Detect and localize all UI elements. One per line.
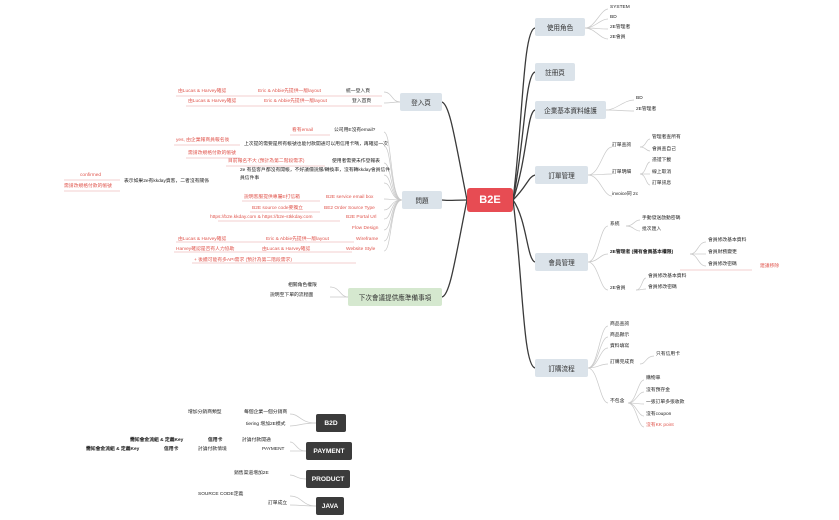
topic-orders[interactable]: 訂單管理 bbox=[535, 166, 588, 184]
topic-register[interactable]: 註冊頁 bbox=[535, 63, 575, 81]
issue-wireframe-layout: Eric & Abbie先提供一版layout bbox=[266, 237, 329, 242]
flow-product-display: 商品顯示 bbox=[610, 333, 630, 338]
topic-next-meeting[interactable]: 下次會議提供應準備事項 bbox=[348, 288, 442, 306]
payment-row2-payment: PAYMENT bbox=[262, 447, 285, 452]
corp-2e-admin: 2E管理者 bbox=[636, 107, 657, 112]
issue-email-answer: 看有email bbox=[292, 128, 314, 133]
issue-report-answer: 目前報名不大 (預計為第二階段需求) bbox=[228, 159, 305, 164]
payment-row2-scenario: 討論付款情境 bbox=[198, 447, 227, 452]
issue-member-mail: 2e 有些客戶都沒有開帳，不好議價說服/轉換率，沒有轉kkday會員信件 bbox=[240, 168, 391, 173]
member-system: 系統 bbox=[610, 222, 620, 227]
admin-edit-password: 會員修改密碼 bbox=[708, 262, 737, 267]
member-2e-admin: 2E管理者 (擁有會員基本權限) bbox=[610, 250, 674, 255]
issue-wireframe: Wireframe bbox=[356, 237, 379, 242]
login-row2-layout: Eric & Abbie先提供一版layout bbox=[264, 99, 327, 104]
excluded-coupon: 沒有coupon bbox=[646, 412, 672, 417]
topic-product[interactable]: PRODUCT bbox=[306, 470, 350, 488]
login-home: 登入首頁 bbox=[352, 99, 372, 104]
flow-credit-card-only: 只有信用卡 bbox=[656, 352, 680, 357]
order-query-member: 會員查自己 bbox=[652, 147, 676, 152]
topic-purchase-flow[interactable]: 訂購流程 bbox=[535, 359, 588, 377]
admin-edit-basic: 會員修改基本資料 bbox=[708, 238, 747, 243]
b2d-tiering: tiering 增加2E模式 bbox=[246, 422, 286, 427]
excluded-cart: 購物車 bbox=[646, 376, 661, 381]
issue-payment-note: 需請改規格付款的帳號 bbox=[188, 151, 236, 156]
issue-flow-design: Flow Design bbox=[352, 226, 379, 231]
login-row1-layout: Eric & Abbie先提供一版layout bbox=[258, 89, 321, 94]
issue-style-owner: 由Lucas & Harvey確認 bbox=[262, 247, 311, 252]
java-order-created: 訂單成立 bbox=[268, 501, 288, 506]
topic-java[interactable]: JAVA bbox=[316, 497, 344, 515]
login-row2-owner: 由Lucas & Harvey確認 bbox=[188, 99, 237, 104]
payment-row1-activation: 討論付款開通 bbox=[242, 438, 271, 443]
issue-source-answer: B2E source code要獨立 bbox=[252, 206, 303, 211]
order-cancel: 線上取消 bbox=[652, 170, 672, 175]
issue-wireframe-owner: 由Lucas & Harvey確認 bbox=[178, 237, 227, 242]
order-query: 訂單查詢 bbox=[612, 143, 632, 148]
issue-website-style: Website Style bbox=[346, 247, 376, 252]
member-2e-member: 2E會員 bbox=[610, 286, 626, 291]
admin-remove-note: 建議移除 bbox=[760, 264, 780, 269]
issue-portal-url: B2E Portal Url bbox=[346, 215, 377, 220]
issue-portal-urls: https://b2e.kkday.com & https://b2e-stkk… bbox=[210, 215, 313, 220]
topic-roles[interactable]: 使用角色 bbox=[535, 18, 585, 36]
topic-members[interactable]: 會員管理 bbox=[535, 253, 588, 271]
java-source-code: SOURCE CODE定義 bbox=[198, 492, 244, 497]
next-order-flowchart: 說明至下單的流程圖 bbox=[270, 293, 314, 298]
payment-row1-notify: 需知會金流組 & 定義Key bbox=[130, 438, 184, 443]
member-send-password: 手動發送啟動密碼 bbox=[642, 216, 681, 221]
issue-kkday-customer: 表示如果2e有kkday資客，二者沒有關係 bbox=[124, 179, 210, 184]
product-channel: 銷售渠道增加2E bbox=[234, 471, 269, 476]
issue-source-type: BE2 Order Source Type bbox=[324, 206, 375, 211]
issue-service-email: B2E service email box bbox=[326, 195, 374, 200]
issue-payment-activation: 上次提的需要是所有帳號也能付款開通可以用信用卡嗎，再確認一次 bbox=[244, 142, 388, 147]
order-voucher: 憑證下載 bbox=[652, 158, 672, 163]
issue-email: 公司用E沒有email? bbox=[334, 128, 376, 133]
order-invoice: invoice同 2c bbox=[612, 192, 639, 197]
admin-finance: 會員財務變更 bbox=[708, 250, 737, 255]
issue-api-need: + 後續可能有多API需求 (預計為第二階段需求) bbox=[194, 258, 292, 263]
issue-confirmed: confirmed bbox=[80, 173, 102, 178]
role-2e-member: 2E會員 bbox=[610, 35, 626, 40]
flow-product-search: 商品查詢 bbox=[610, 322, 630, 327]
login-row1-owner: 由Lucas & Harvey確認 bbox=[178, 89, 227, 94]
corp-bd: BD bbox=[636, 96, 643, 101]
topic-corp-info[interactable]: 企業基本資料維護 bbox=[535, 101, 606, 119]
issue-kkday-note: 需請改規格付款的帳號 bbox=[64, 184, 112, 189]
central-topic[interactable]: B2E bbox=[467, 188, 513, 212]
flow-excluded: 不包含 bbox=[610, 399, 625, 404]
role-2e-admin: 2E管理者 bbox=[610, 25, 631, 30]
issue-style-resource: Harvey確認是否有人力協助 bbox=[176, 247, 235, 252]
member-edit-password: 會員修改密碼 bbox=[648, 285, 677, 290]
payment-row1-card: 信用卡 bbox=[208, 438, 223, 443]
payment-row2-card: 信用卡 bbox=[164, 447, 179, 452]
issue-member-mail-cont: 員信件事 bbox=[240, 176, 260, 181]
role-bd: BD bbox=[610, 15, 617, 20]
order-query-admin: 管理者查所有 bbox=[652, 135, 681, 140]
order-message: 訂單訊息 bbox=[652, 181, 672, 186]
topic-login[interactable]: 登入頁 bbox=[400, 93, 442, 111]
member-batch-import: 批次匯入 bbox=[642, 227, 662, 232]
excluded-multi-payment: 一張訂單多張收款 bbox=[646, 400, 685, 405]
next-role-permissions: 相關角色權限 bbox=[288, 283, 317, 288]
order-detail: 訂單明細 bbox=[612, 170, 632, 175]
topic-payment[interactable]: PAYMENT bbox=[306, 442, 352, 460]
b2d-add-type: 增加分銷商類型 bbox=[188, 410, 222, 415]
flow-complete-page: 訂購完成頁 bbox=[610, 360, 634, 365]
issue-payment-answer: yes, 由企業報商員報名後 bbox=[176, 138, 230, 143]
b2d-per-company: 每個企業一個分銷商 bbox=[244, 410, 288, 415]
login-unified: 統一登入頁 bbox=[346, 89, 370, 94]
flow-fill-info: 資料填寫 bbox=[610, 344, 630, 349]
member-edit-basic: 會員修改基本資料 bbox=[648, 274, 687, 279]
excluded-kk-point: 沒有KK point bbox=[646, 423, 674, 428]
issue-report: 使用者需要未作登報表 bbox=[332, 159, 380, 164]
role-system: SYSTEM bbox=[610, 5, 630, 10]
excluded-deposit: 沒有預存金 bbox=[646, 388, 670, 393]
issue-service-answer: 說明客服提供專屬E打信箱 bbox=[244, 195, 300, 200]
payment-row2-notify: 需知會金流組 & 定義Key bbox=[86, 447, 140, 452]
topic-b2d[interactable]: B2D bbox=[316, 414, 346, 432]
topic-issues[interactable]: 問題 bbox=[402, 191, 442, 209]
